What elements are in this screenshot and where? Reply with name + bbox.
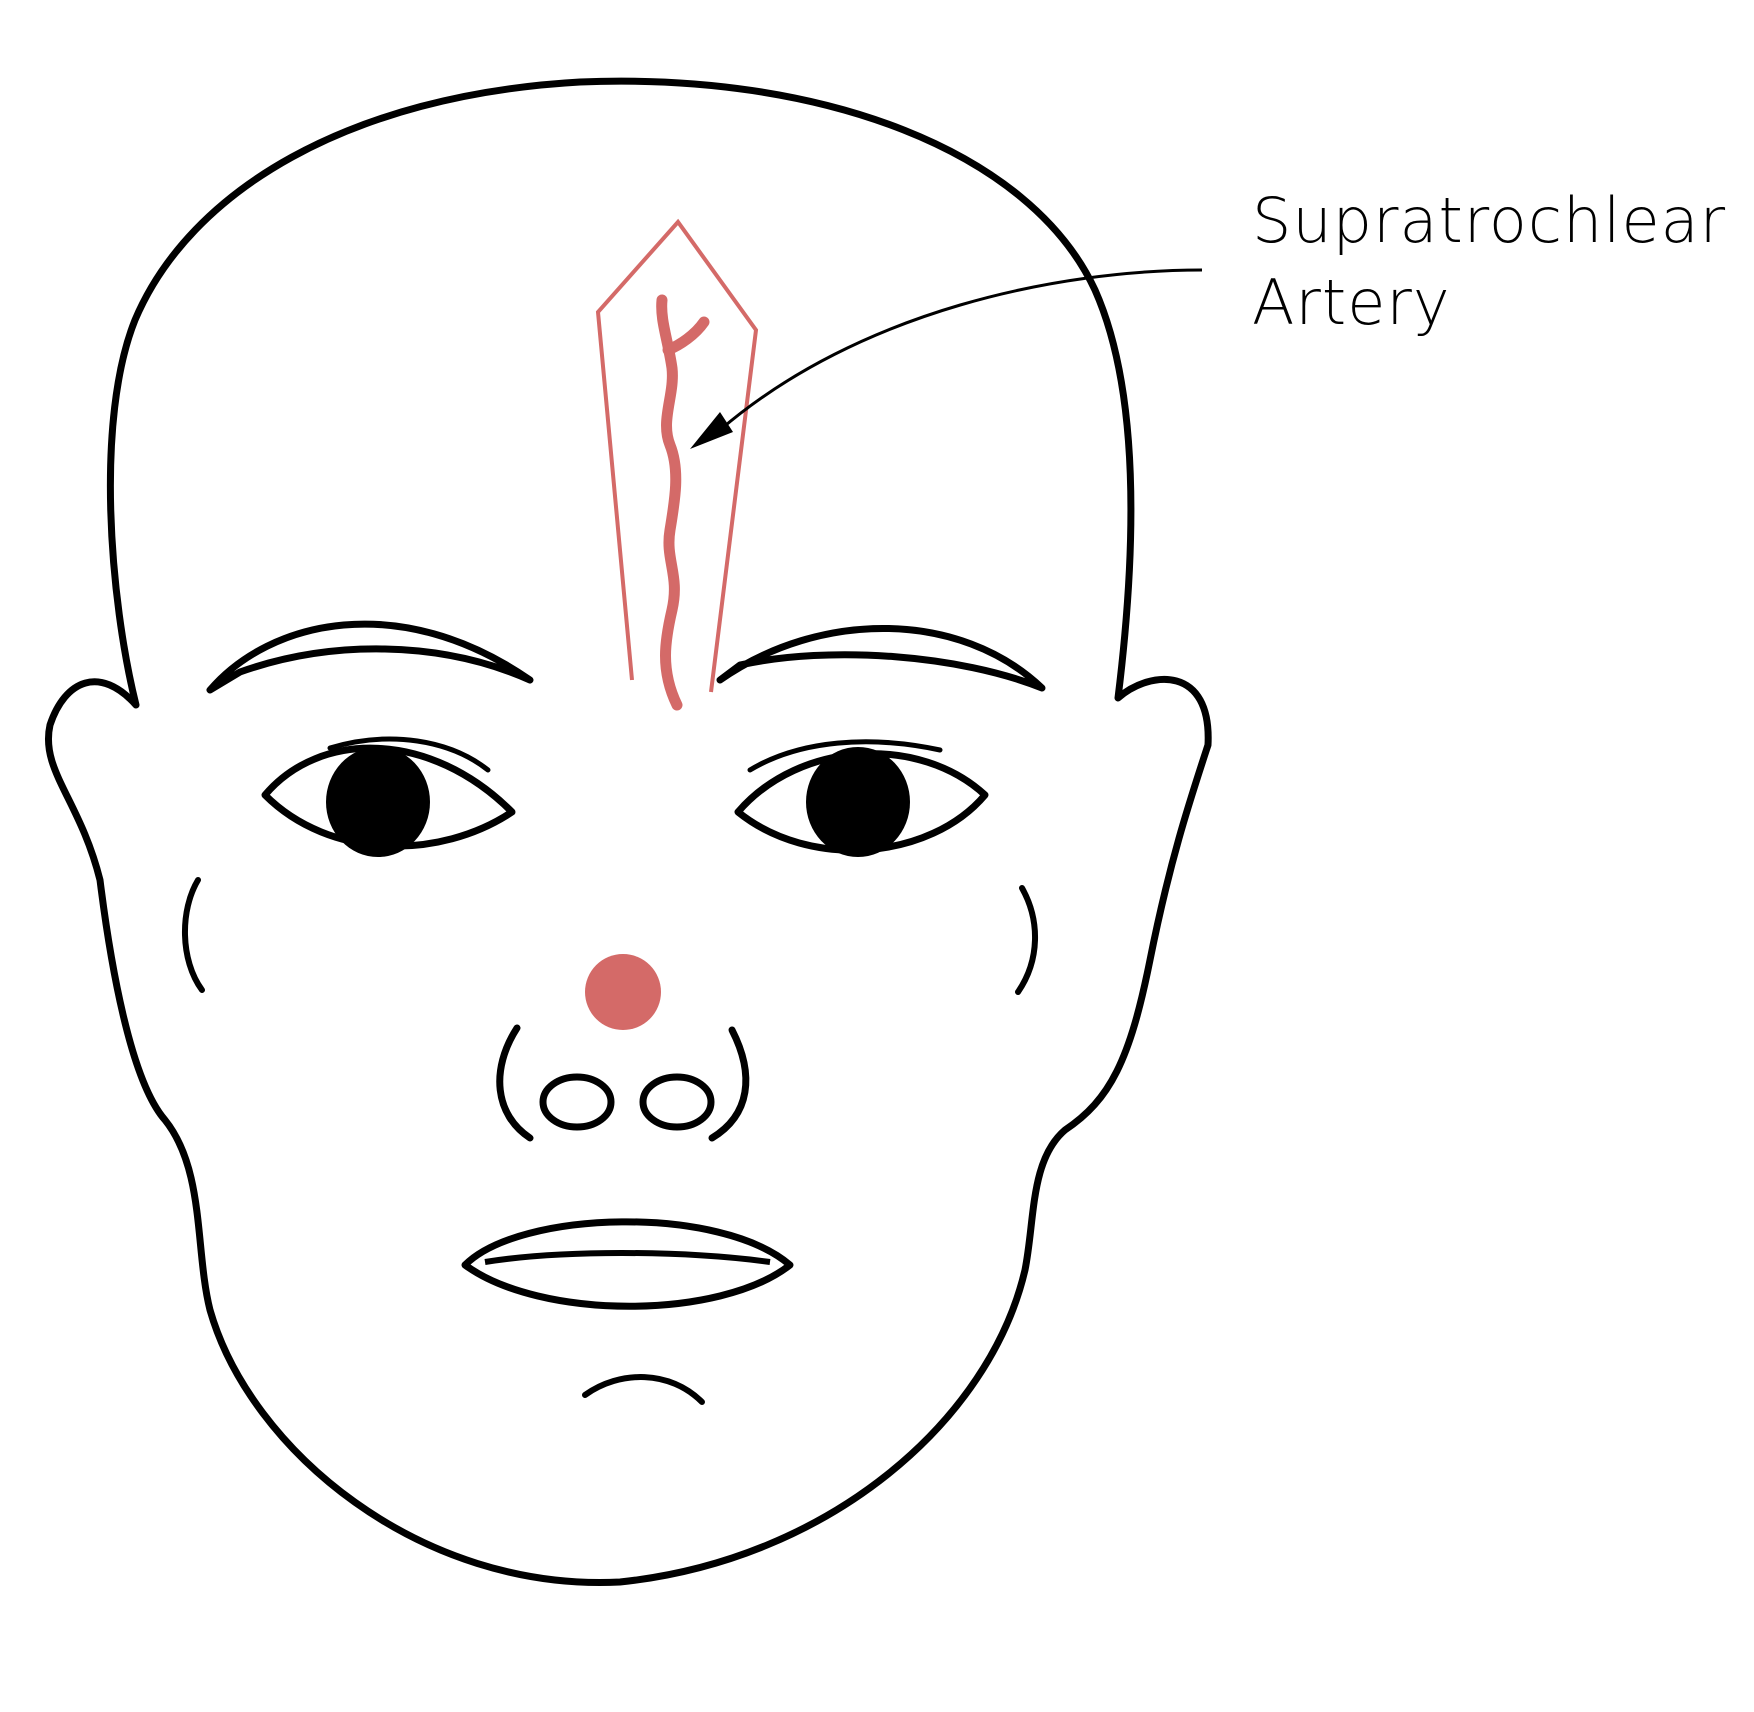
forehead-flap-outline — [595, 218, 759, 693]
dot-marker-icon — [585, 954, 661, 1030]
head-outline — [45, 77, 1212, 1586]
arrow-head-icon — [690, 412, 733, 449]
left-ear-detail — [182, 877, 205, 993]
right-eye-outline — [734, 750, 989, 854]
chin-line — [582, 1374, 705, 1405]
right-nostril — [639, 1073, 715, 1131]
annotation-label-line-1: Supratrochlear — [1252, 184, 1727, 257]
right-ear-detail — [1015, 885, 1039, 995]
left-pupil — [326, 747, 430, 857]
leader-line — [719, 268, 1203, 432]
right-nose-wing — [708, 1026, 750, 1142]
supratrochlear-artery — [656, 294, 683, 711]
left-nose-wing — [496, 1024, 534, 1142]
mouth-outline — [461, 1218, 794, 1310]
right-pupil — [806, 747, 910, 857]
right-eyebrow — [716, 625, 1046, 692]
lip-line — [484, 1250, 771, 1265]
annotation-label-line-2: Artery — [1252, 266, 1451, 339]
left-eyebrow — [206, 620, 534, 694]
right-eyelid-crease — [747, 739, 943, 773]
left-nostril — [539, 1073, 615, 1131]
left-eyelid-crease — [327, 736, 491, 773]
artery-branch — [662, 316, 710, 356]
